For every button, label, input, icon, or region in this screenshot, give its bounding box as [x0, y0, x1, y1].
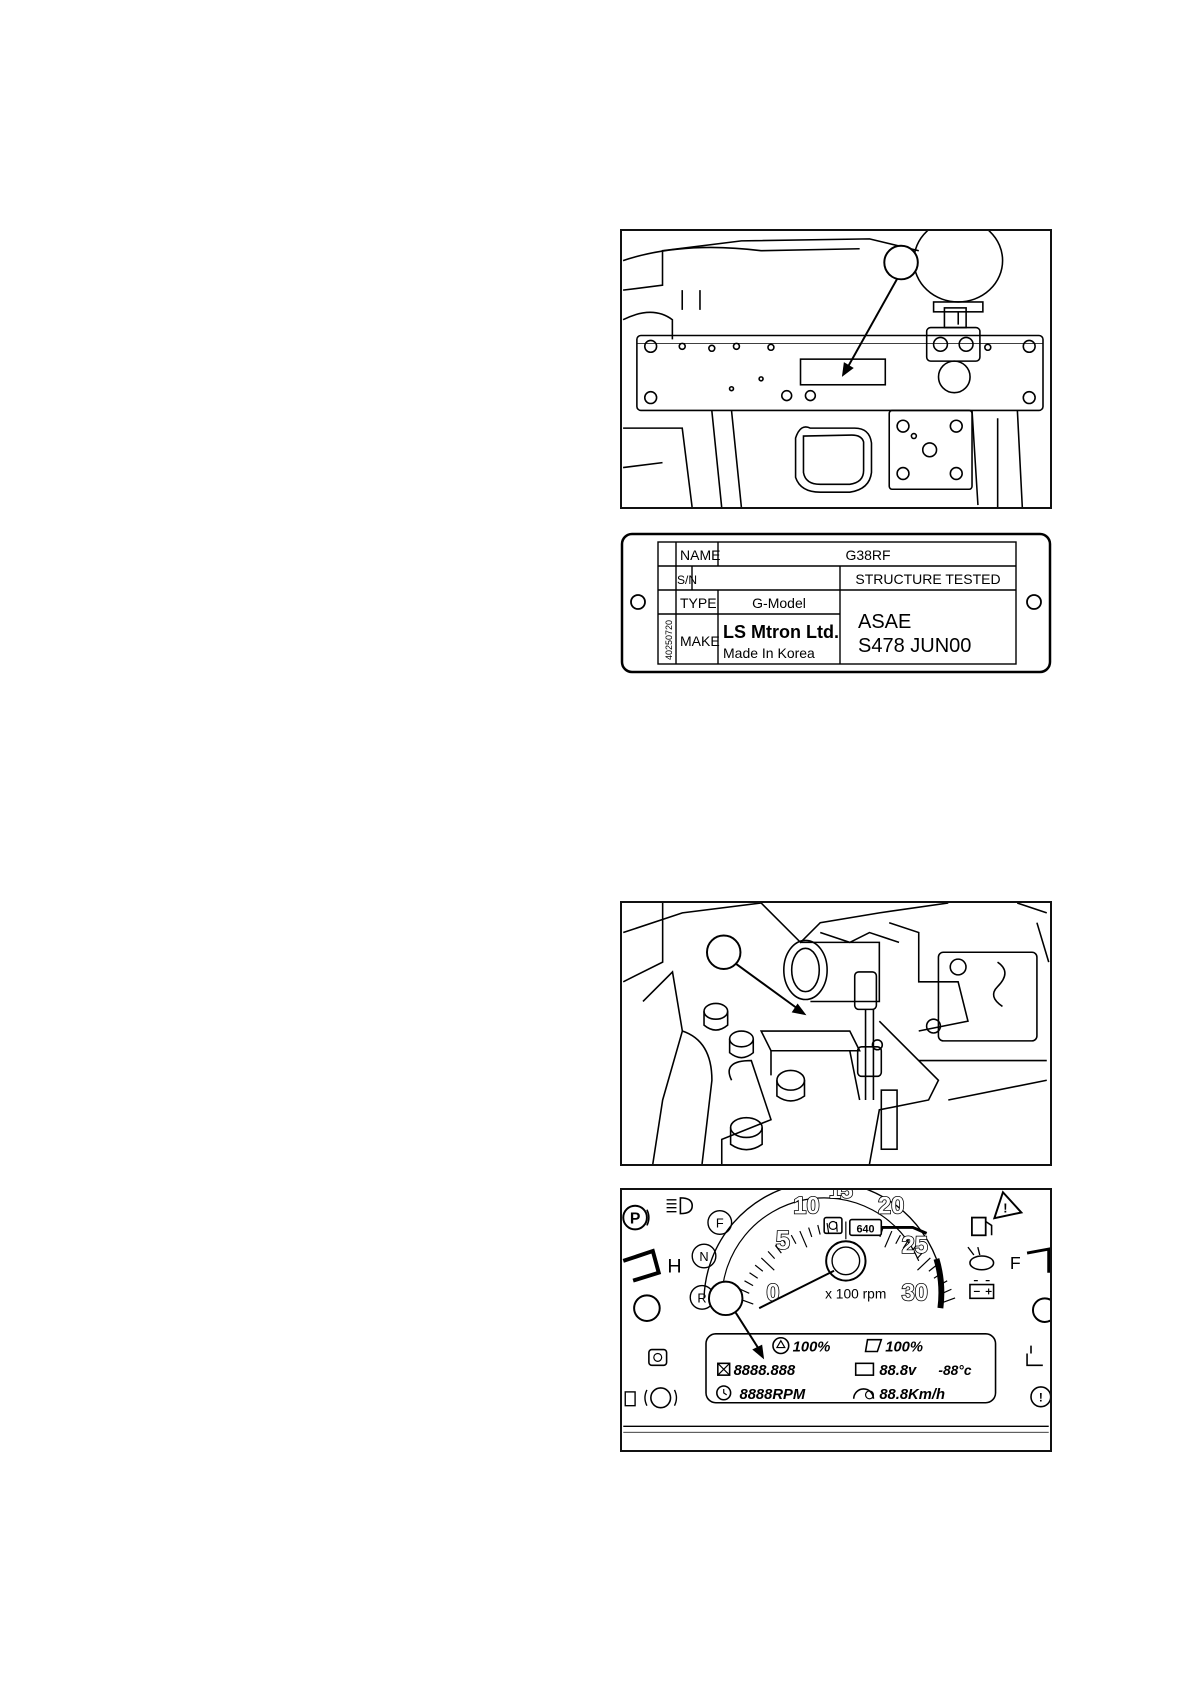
plate-drawing: NAME G38RF S/N STRUCTURE TESTED TYPE G-M…: [620, 532, 1052, 675]
tach-unit: x 100 rpm: [825, 1286, 886, 1301]
tach-tick: [929, 1265, 937, 1271]
four-wheel-drive-icon: [625, 1392, 635, 1406]
serial-number-plate: NAME G38RF S/N STRUCTURE TESTED TYPE G-M…: [620, 532, 1052, 675]
engine-illustration: [622, 903, 1050, 1164]
tach-tick: [755, 1265, 763, 1271]
gear-indicator-r: R: [697, 1290, 706, 1305]
plate-make-origin: Made In Korea: [723, 645, 815, 661]
tach-label-25: 25: [902, 1233, 928, 1259]
lcd-rpm: 8888RPM: [739, 1387, 805, 1403]
parking-brake-letter: P: [630, 1210, 641, 1227]
gear-indicator-n: N: [699, 1249, 708, 1264]
callout-circle: [884, 246, 918, 280]
warning-circle-icon: !: [1031, 1387, 1050, 1407]
tach-tick: [885, 1231, 892, 1247]
tach-tick: [818, 1225, 820, 1235]
lcd-percent-left: 100%: [793, 1340, 831, 1356]
svg-text:!: !: [1039, 1391, 1043, 1405]
fuel-icon: [972, 1218, 992, 1236]
tach-tick: [800, 1231, 807, 1247]
plate-sn-label: S/N: [677, 573, 697, 587]
tach-tick: [750, 1273, 758, 1279]
fuel-gauge-hub: [1033, 1298, 1050, 1322]
temperature-gauge-hub: [634, 1295, 660, 1321]
tach-tick: [917, 1258, 930, 1270]
master-warning-icon: !: [989, 1190, 1021, 1218]
plate-type-label: TYPE: [680, 595, 717, 611]
tach-tick: [896, 1235, 901, 1244]
tach-tick: [827, 1223, 829, 1233]
plate-standard-line1: ASAE: [858, 611, 911, 633]
lcd-speed: 88.8Km/h: [879, 1387, 945, 1403]
frame-serial-plate-figure: [620, 229, 1052, 509]
temperature-gauge-arc: [623, 1251, 658, 1281]
callout-circle: [709, 1282, 742, 1315]
tach-label-15: 15: [829, 1190, 853, 1203]
frame-illustration: [622, 231, 1050, 507]
callout-circle: [707, 936, 740, 969]
plate-type-value: G-Model: [752, 595, 806, 611]
tach-label-30: 30: [902, 1280, 928, 1306]
battery-icon: [970, 1281, 994, 1299]
tach-label-0: 0: [766, 1280, 779, 1306]
plate-standard-line2: S478 JUN00: [858, 635, 971, 657]
tach-label-20: 20: [878, 1194, 904, 1220]
plate-model-value: G38RF: [845, 547, 890, 563]
rabbit-speed-icon: [968, 1247, 994, 1270]
pto-badge-value: 640: [857, 1223, 875, 1235]
lcd-temperature: -88°c: [938, 1363, 971, 1378]
svg-text:!: !: [1003, 1201, 1007, 1216]
lcd-percent-right: 100%: [885, 1340, 923, 1356]
tach-tick: [791, 1235, 796, 1244]
seat-icon: [1027, 1346, 1043, 1366]
lcd-voltage: 88.8v: [879, 1363, 917, 1379]
plate-part-number: 40250720: [664, 620, 674, 660]
tach-tick: [745, 1281, 754, 1286]
tach-tick: [768, 1251, 775, 1258]
gear-indicator-f: F: [716, 1215, 724, 1230]
instrument-panel-drawing: 0 5 10 15 20 25 30 x 100 rpm 640 F N R P: [622, 1190, 1050, 1450]
lcd-odometer: 8888.888: [734, 1363, 796, 1379]
fuel-gauge-arc: [1027, 1249, 1049, 1273]
tach-label-5: 5: [776, 1227, 790, 1255]
temperature-hot-mark: H: [667, 1256, 681, 1278]
plate-make-company: LS Mtron Ltd.: [723, 622, 839, 642]
plate-structure-tested: STRUCTURE TESTED: [855, 571, 1000, 587]
headlight-icon: [667, 1198, 693, 1214]
transmission-warning-icon: [649, 1350, 667, 1366]
tach-label-10: 10: [793, 1194, 819, 1220]
plate-name-label: NAME: [680, 547, 720, 563]
plate-make-label: MAKE: [680, 633, 720, 649]
tach-tick: [761, 1258, 774, 1270]
brake-warning-icon: [645, 1388, 677, 1408]
engine-serial-location-figure: [620, 901, 1052, 1166]
fuel-full-mark: F: [1010, 1253, 1021, 1273]
tach-tick: [809, 1228, 812, 1237]
instrument-panel-figure: 0 5 10 15 20 25 30 x 100 rpm 640 F N R P: [620, 1188, 1052, 1452]
